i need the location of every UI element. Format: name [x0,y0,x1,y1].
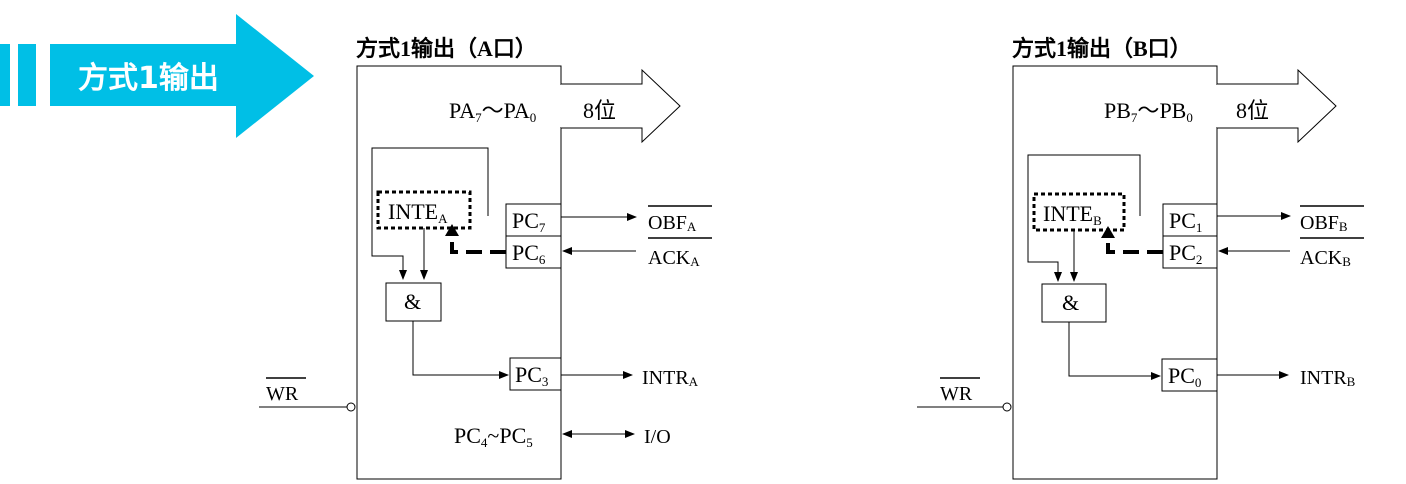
port-a-diagram: 方式1输出（A口） PA7～PA0 8位 INTEA PC7 PC6 [259,36,712,480]
port-b-inte-box [1032,192,1126,232]
port-a-io-label: I/O [644,426,671,448]
port-b-pc-top-box [1162,203,1218,237]
port-a-wr-label: WR [266,383,299,405]
port-a-ack-label: ACKA [648,247,700,269]
port-b-and-label: & [1062,290,1079,315]
port-b-obf-label: OBFB [1300,212,1348,234]
port-a-width-label: 8位 [583,98,616,123]
port-b-and-gate [1041,283,1107,323]
port-b-intr-label: INTRB [1300,367,1356,389]
port-a-and-label: & [404,289,421,314]
port-b-data-arrow [1217,68,1337,144]
port-b-title: 方式1输出（B口） [1012,36,1192,61]
port-b-pc-intr-box [1161,358,1218,392]
port-b-ack-set-arrowhead [1101,226,1115,238]
port-b-inte-label: INTEB [1043,201,1102,228]
port-a-intr-wire [412,321,509,379]
port-b-feedback-wire [1027,154,1141,282]
port-b-block [1012,65,1218,480]
port-a-pc-intr-label: PC3 [515,362,548,389]
port-a-ack-set-wire [450,230,506,254]
port-a-intr-label: INTRA [642,367,699,389]
banner-stripe-1 [0,44,10,106]
port-a-pc-mid-label: PC6 [512,240,546,267]
port-a-inte-label: INTEA [388,199,448,226]
port-a-pc-top-label: PC7 [512,208,546,235]
port-a-io-range: PC4~PC5 [454,423,533,450]
port-b-ack-label: ACKB [1300,247,1351,269]
port-a-block [356,65,562,480]
port-a-data-arrow [561,68,681,144]
port-b-diagram: 方式1输出（B口） PB7～PB0 8位 INTEB PC1 PC2 OBFB [917,36,1364,480]
port-a-bus-label: PA7～PA0 [449,98,536,125]
port-b-intr-wire [1068,322,1161,380]
port-a-inte-box [376,190,472,230]
banner-stripe-2 [18,44,36,106]
port-a-wr-bubble [346,402,356,412]
port-b-width-label: 8位 [1236,98,1269,123]
port-a-title: 方式1输出（A口） [356,36,537,61]
port-b-wr-bubble [1002,402,1012,412]
port-a-obf-label: OBFA [648,212,697,234]
port-b-wr-label: WR [940,383,973,405]
port-a-pc-top-box [505,203,562,237]
port-b-ack-set-wire [1106,232,1163,254]
banner-title: 方式1输出 [78,61,219,96]
port-b-pc-top-label: PC1 [1169,208,1202,235]
port-a-pc-intr-box [509,357,562,391]
banner: 方式1输出 [0,14,314,138]
banner-arrow [50,14,314,138]
port-a-ack-set-arrowhead [445,224,459,236]
port-b-bus-label: PB7～PB0 [1104,98,1193,125]
port-b-pc-mid-label: PC2 [1169,240,1202,267]
port-a-pc-mid-box [505,235,562,269]
port-b-pc-mid-box [1162,235,1218,269]
port-a-feedback-wire [371,147,489,280]
port-a-and-gate [385,282,442,322]
port-b-pc-intr-label: PC0 [1168,363,1201,390]
